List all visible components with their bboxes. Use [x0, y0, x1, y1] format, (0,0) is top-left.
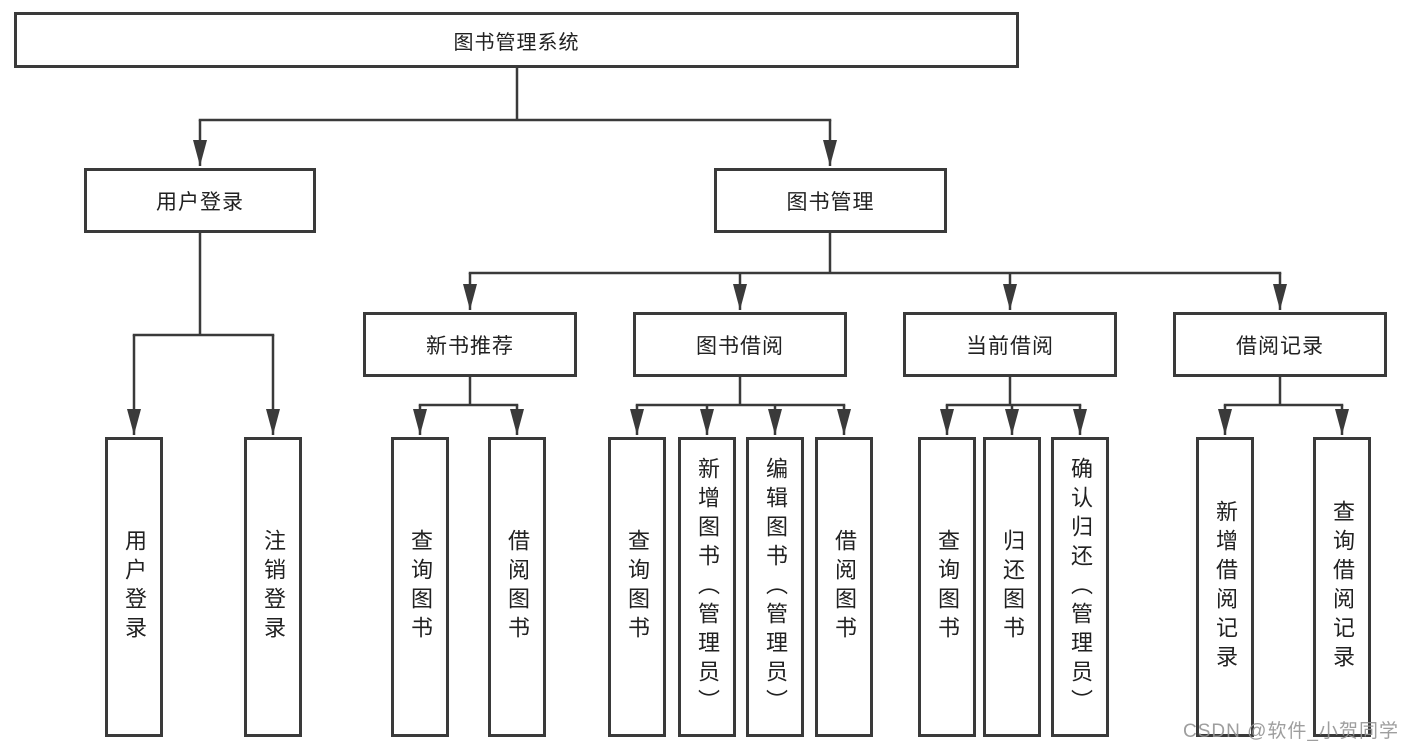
- leaf-cb-return-books: 归还图书: [983, 437, 1041, 737]
- leaf-bb-query-books-label: 查询图书: [625, 529, 650, 645]
- node-book-management: 图书管理: [714, 168, 947, 233]
- leaf-bb-add-books-admin-label: 新增图书（管理员）: [695, 456, 720, 718]
- node-current-borrow-label: 当前借阅: [966, 334, 1054, 358]
- leaf-br-query-record-label: 查询借阅记录: [1330, 500, 1355, 674]
- node-user-login: 用户登录: [84, 168, 316, 233]
- leaf-bb-add-books-admin: 新增图书（管理员）: [678, 437, 736, 737]
- leaf-br-add-record-label: 新增借阅记录: [1213, 500, 1238, 674]
- node-new-book-recommend-label: 新书推荐: [426, 334, 514, 358]
- leaf-nb-query-books: 查询图书: [391, 437, 449, 737]
- node-book-borrow-label: 图书借阅: [696, 334, 784, 358]
- leaf-bb-borrow-books: 借阅图书: [815, 437, 873, 737]
- node-borrow-records: 借阅记录: [1173, 312, 1387, 377]
- node-root: 图书管理系统: [14, 12, 1019, 68]
- leaf-cb-query-books-label: 查询图书: [935, 529, 960, 645]
- leaf-nb-borrow-books: 借阅图书: [488, 437, 546, 737]
- node-root-label: 图书管理系统: [453, 31, 580, 54]
- leaf-br-add-record: 新增借阅记录: [1196, 437, 1254, 737]
- leaf-bb-edit-books-admin: 编辑图书（管理员）: [746, 437, 804, 737]
- node-borrow-records-label: 借阅记录: [1236, 334, 1324, 358]
- leaf-cb-confirm-return-admin-label: 确认归还（管理员）: [1068, 456, 1093, 718]
- leaf-cb-query-books: 查询图书: [918, 437, 976, 737]
- leaf-user-login-label: 用户登录: [122, 529, 147, 645]
- node-new-book-recommend: 新书推荐: [363, 312, 577, 377]
- leaf-cb-return-books-label: 归还图书: [1000, 529, 1025, 645]
- watermark: CSDN @软件_小贺同学: [1183, 721, 1399, 742]
- leaf-nb-borrow-books-label: 借阅图书: [505, 529, 530, 645]
- leaf-cb-confirm-return-admin: 确认归还（管理员）: [1051, 437, 1109, 737]
- leaf-logout: 注销登录: [244, 437, 302, 737]
- leaf-bb-edit-books-admin-label: 编辑图书（管理员）: [763, 456, 788, 718]
- node-user-login-label: 用户登录: [156, 190, 244, 214]
- leaf-logout-label: 注销登录: [261, 529, 286, 645]
- leaf-user-login: 用户登录: [105, 437, 163, 737]
- leaf-bb-borrow-books-label: 借阅图书: [832, 529, 857, 645]
- node-book-borrow: 图书借阅: [633, 312, 847, 377]
- leaf-bb-query-books: 查询图书: [608, 437, 666, 737]
- node-book-management-label: 图书管理: [786, 190, 875, 214]
- node-current-borrow: 当前借阅: [903, 312, 1117, 377]
- leaf-nb-query-books-label: 查询图书: [408, 529, 433, 645]
- leaf-br-query-record: 查询借阅记录: [1313, 437, 1371, 737]
